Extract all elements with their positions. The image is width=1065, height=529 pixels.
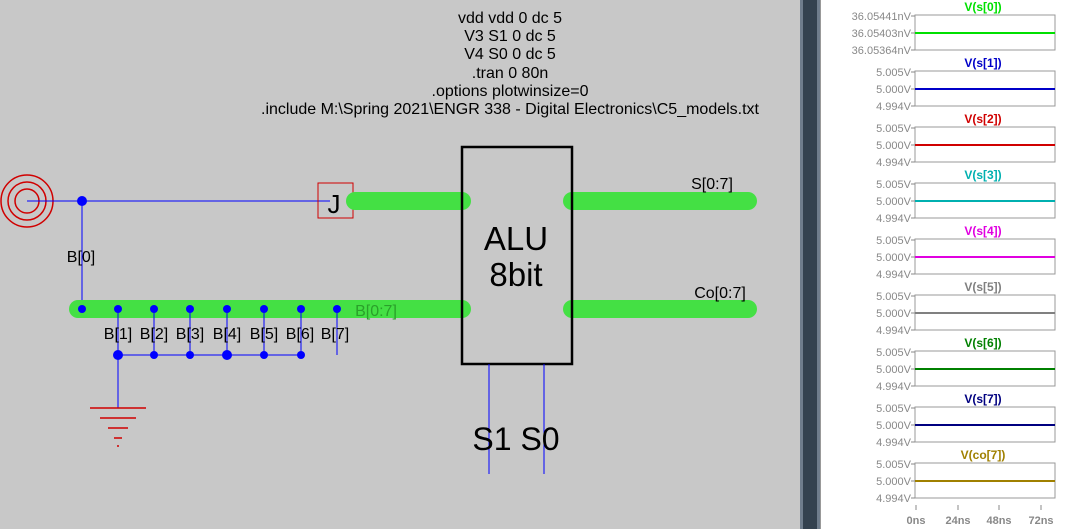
x-tick-label: 0ns xyxy=(907,515,926,527)
y-tick-label: 5.005V xyxy=(876,291,912,303)
x-tick-label: 24ns xyxy=(945,515,970,527)
y-tick-label: 5.005V xyxy=(876,403,912,415)
waveform-pane[interactable]: V(s[6]) 5.005V 5.000V 4.994V xyxy=(876,336,1056,393)
alu-block[interactable] xyxy=(460,145,574,366)
y-tick-label: 5.005V xyxy=(876,67,912,79)
y-tick-label: 4.994V xyxy=(876,381,912,393)
bit-label: B[6] xyxy=(286,326,314,343)
y-tick-label: 5.005V xyxy=(876,347,912,359)
ground-icon[interactable] xyxy=(90,407,146,447)
y-tick-label: 36.05403nV xyxy=(852,28,912,40)
wire-junction xyxy=(77,196,87,206)
waveform-pane[interactable]: V(s[1]) 5.005V 5.000V 4.994V xyxy=(876,56,1056,113)
waveform-plot: V(s[0])36.05441nV36.05403nV36.05364nVV(s… xyxy=(852,0,1056,527)
x-tick-label: 72ns xyxy=(1028,515,1053,527)
y-tick-label: 4.994V xyxy=(876,213,912,225)
waveform-pane[interactable]: V(s[0]) 36.05441nV 36.05403nV 36.05364nV xyxy=(852,0,1056,57)
bus-taps xyxy=(78,305,341,408)
trace-title: V(s[4]) xyxy=(964,224,1001,238)
y-tick-label: 4.994V xyxy=(876,101,912,113)
directive-line: .tran 0 80n xyxy=(471,64,549,82)
y-tick-label: 5.005V xyxy=(876,235,912,247)
spice-directives[interactable]: vdd vdd 0 dc 5 V3 S1 0 dc 5 V4 S0 0 dc 5… xyxy=(190,10,830,119)
y-tick-label: 36.05364nV xyxy=(852,45,912,57)
trace-title: V(s[1]) xyxy=(964,56,1001,70)
port-label-co: Co[0:7] xyxy=(694,285,746,302)
bit-label: B[5] xyxy=(250,326,278,343)
y-tick-label: 4.994V xyxy=(876,269,912,281)
select-label: S1 S0 xyxy=(472,421,559,457)
trace-title: V(s[5]) xyxy=(964,280,1001,294)
bit-label: B[7] xyxy=(321,326,349,343)
bus-label-b: B[0:7] xyxy=(355,303,397,320)
y-tick-label: 5.005V xyxy=(876,459,912,471)
y-tick-label: 4.994V xyxy=(876,325,912,337)
y-tick-label: 5.000V xyxy=(876,476,912,488)
waveform-pane[interactable]: V(s[5]) 5.005V 5.000V 4.994V xyxy=(876,280,1056,337)
bit-label: B[4] xyxy=(213,326,241,343)
y-tick-label: 4.994V xyxy=(876,157,912,169)
trace-title: V(s[3]) xyxy=(964,168,1001,182)
waveform-pane[interactable]: V(s[7]) 5.005V 5.000V 4.994V xyxy=(876,392,1056,449)
y-tick-label: 36.05441nV xyxy=(852,11,912,23)
directive-line: V4 S0 0 dc 5 xyxy=(464,46,556,64)
trace-title: V(co[7]) xyxy=(961,448,1006,462)
y-tick-label: 5.005V xyxy=(876,123,912,135)
y-tick-label: 5.000V xyxy=(876,308,912,320)
waveform-pane[interactable]: V(s[2]) 5.005V 5.000V 4.994V xyxy=(876,112,1056,169)
directive-line: .options plotwinsize=0 xyxy=(431,82,589,100)
waveform-pane[interactable]: V(s[4]) 5.005V 5.000V 4.994V xyxy=(876,224,1056,281)
schematic-drawing: J ALU 8bit S1 S0 S[0:7] Co[0:7] B[0] B[0… xyxy=(0,145,757,474)
window-divider[interactable] xyxy=(800,0,820,529)
y-tick-label: 5.000V xyxy=(876,420,912,432)
net-label-b0: B[0] xyxy=(67,249,95,266)
directive-line: vdd vdd 0 dc 5 xyxy=(457,10,563,27)
y-tick-label: 5.005V xyxy=(876,179,912,191)
directive-line: V3 S1 0 dc 5 xyxy=(464,28,556,46)
trace-title: V(s[0]) xyxy=(964,0,1001,14)
y-tick-label: 4.994V xyxy=(876,437,912,449)
waveform-pane[interactable]: V(s[3]) 5.005V 5.000V 4.994V xyxy=(876,168,1056,225)
x-tick-label: 48ns xyxy=(986,515,1011,527)
bit-label: B[3] xyxy=(176,326,204,343)
port-label-s: S[0:7] xyxy=(691,176,733,193)
y-tick-label: 5.000V xyxy=(876,84,912,96)
trace-title: V(s[7]) xyxy=(964,392,1001,406)
waveform-pane[interactable]: V(co[7]) 5.005V 5.000V 4.994V xyxy=(876,448,1056,505)
y-tick-label: 5.000V xyxy=(876,196,912,208)
alu-subtitle: 8bit xyxy=(489,256,542,293)
bit-label: B[1] xyxy=(104,326,132,343)
y-tick-label: 5.000V xyxy=(876,364,912,376)
alu-title: ALU xyxy=(484,220,548,257)
junction-label: J xyxy=(328,189,341,219)
trace-title: V(s[2]) xyxy=(964,112,1001,126)
trace-title: V(s[6]) xyxy=(964,336,1001,350)
y-tick-label: 4.994V xyxy=(876,493,912,505)
y-tick-label: 5.000V xyxy=(876,252,912,264)
bit-label: B[2] xyxy=(140,326,168,343)
directive-line: .include M:\Spring 2021\ENGR 338 - Digit… xyxy=(261,101,759,119)
y-tick-label: 5.000V xyxy=(876,140,912,152)
schematic-canvas[interactable]: vdd vdd 0 dc 5 V3 S1 0 dc 5 V4 S0 0 dc 5… xyxy=(0,0,800,529)
